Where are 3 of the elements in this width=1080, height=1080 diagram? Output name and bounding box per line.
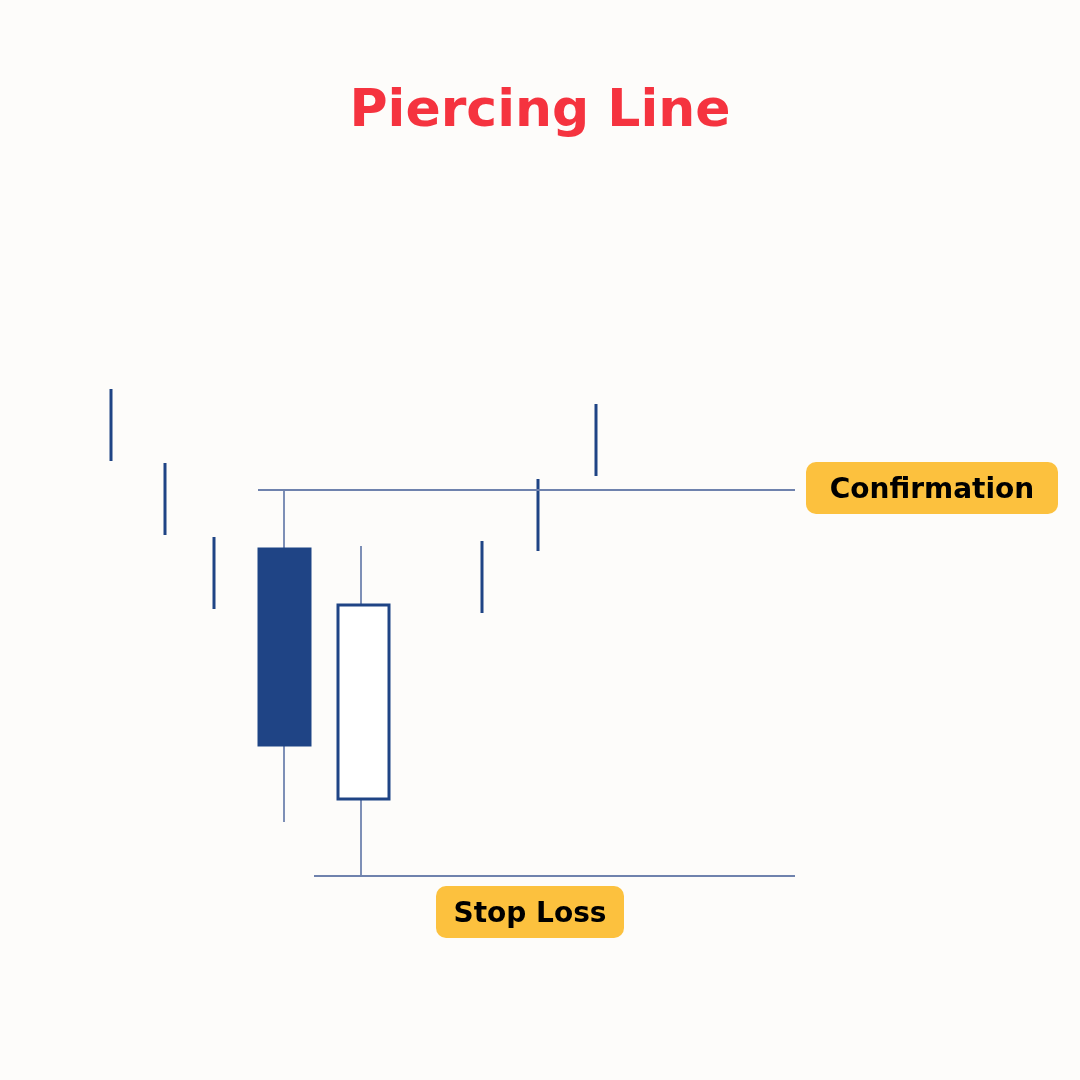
label-badge: Stop Loss: [436, 886, 624, 938]
label-badge: Confirmation: [806, 462, 1058, 514]
title: Piercing Line: [348, 78, 732, 138]
